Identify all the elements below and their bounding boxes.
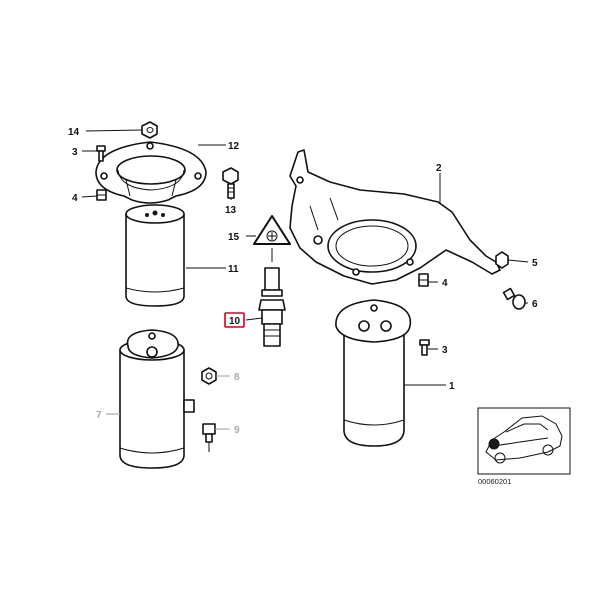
callout-3-left: 3 <box>72 147 78 158</box>
callout-2: 2 <box>436 163 442 174</box>
warning-triangle-icon <box>253 215 291 245</box>
callout-7: 7 <box>96 410 102 421</box>
right-screw-part <box>419 339 430 356</box>
hex-nut-part <box>141 121 158 139</box>
callout-4-left: 4 <box>72 193 78 204</box>
cap-part <box>201 367 217 385</box>
car-location-thumbnail-icon <box>477 407 571 475</box>
callout-4-right: 4 <box>442 278 448 289</box>
leader-lines <box>81 129 529 430</box>
callout-3-right: 3 <box>442 345 448 356</box>
bracket-screw-part <box>495 251 509 269</box>
callout-8: 8 <box>234 372 240 383</box>
callout-6: 6 <box>532 299 538 310</box>
pressure-switch-part <box>258 267 286 347</box>
callout-9: 9 <box>234 425 240 436</box>
callout-labels: 14 3 4 12 13 15 11 10 2 4 3 1 5 6 7 8 9 <box>68 127 538 436</box>
lower-left-dryer-assembly <box>119 329 217 469</box>
highlight-box-callout-10 <box>224 312 245 328</box>
mounting-ring-part <box>95 141 207 204</box>
diagram-reference-number: 00060201 <box>478 477 511 486</box>
screw-part <box>96 145 106 162</box>
main-receiver-dryer-part <box>335 299 412 447</box>
callout-5: 5 <box>532 258 538 269</box>
callout-14: 14 <box>68 127 80 138</box>
right-small-nut-part <box>418 273 429 287</box>
pressure-switch-assembly <box>253 215 291 347</box>
bracket-bolt-part <box>502 287 526 310</box>
callout-10: 10 <box>229 316 241 327</box>
callout-1: 1 <box>449 381 455 392</box>
mounting-bracket-part <box>289 149 501 285</box>
small-switch-part <box>202 423 216 452</box>
upper-left-dryer-assembly <box>95 121 239 307</box>
receiver-dryer-part <box>125 204 185 307</box>
callout-15: 15 <box>228 232 240 243</box>
bolt-part <box>222 167 239 199</box>
callout-11: 11 <box>228 264 239 275</box>
receiver-dryer-alt-part <box>119 329 195 469</box>
callout-12: 12 <box>228 141 240 152</box>
callout-13: 13 <box>225 205 237 216</box>
small-nut-part <box>96 189 107 201</box>
